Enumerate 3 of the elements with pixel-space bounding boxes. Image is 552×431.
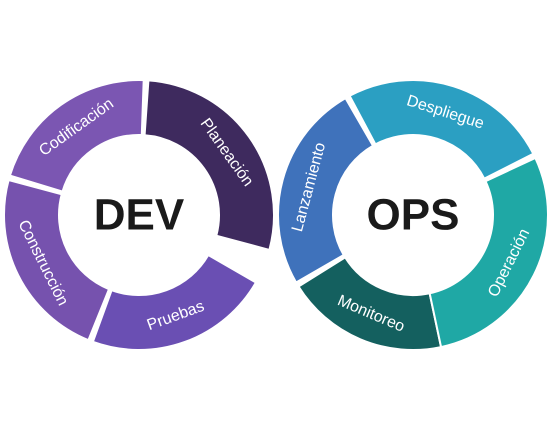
segment-label: Pruebas <box>144 298 207 334</box>
center-label: OPS <box>366 190 460 240</box>
center-label: DEV <box>94 190 184 240</box>
